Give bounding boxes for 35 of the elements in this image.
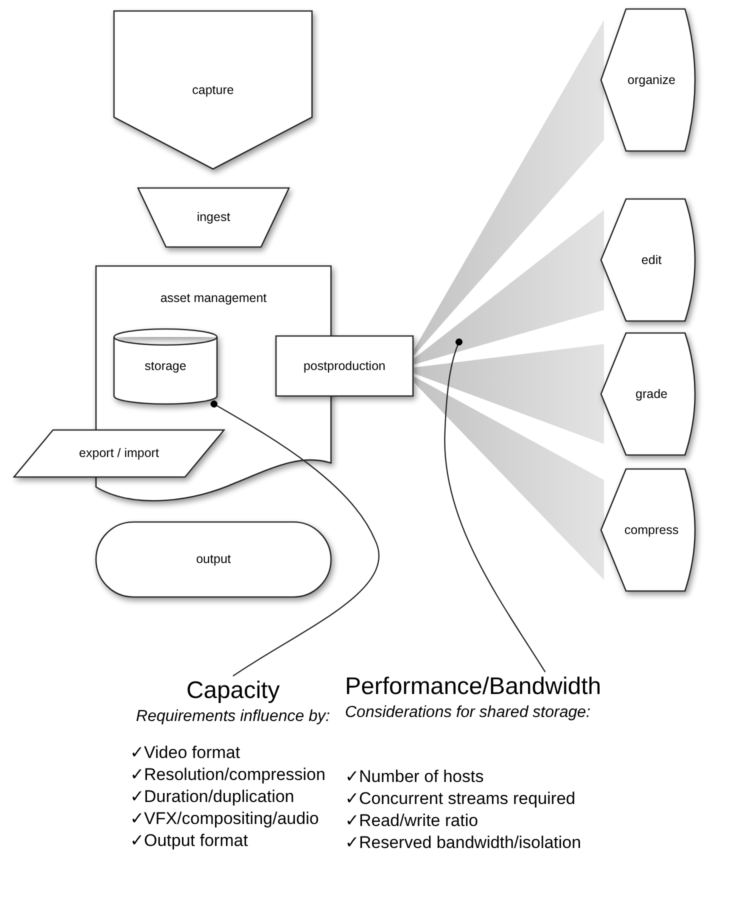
heading: Capacity: [186, 676, 280, 706]
connector-band: [414, 20, 604, 356]
parallelogram-shape: [13, 429, 225, 478]
node-label: output: [196, 551, 231, 568]
node-label: ingest: [196, 209, 230, 226]
node-label: postproduction: [303, 358, 386, 375]
checklist-item: ✓VFX/compositing/audio: [130, 808, 320, 830]
leader-line: [444, 338, 546, 672]
checklist-item: ✓Number of hosts: [345, 766, 485, 788]
checklist-item: ✓Read/write ratio: [345, 810, 480, 832]
terminator-shape: [95, 521, 332, 598]
node-label: organize: [628, 72, 676, 89]
trapezoid-shape: [137, 187, 290, 248]
node-label: compress: [624, 522, 679, 539]
node-label: grade: [636, 386, 668, 403]
connector-band: [414, 344, 604, 444]
checklist-item: ✓Output format: [130, 830, 249, 852]
process-box: [275, 335, 414, 397]
node-label: export / import: [79, 445, 159, 462]
node-label: edit: [641, 252, 662, 269]
checklist-item: ✓Concurrent streams required: [345, 788, 576, 810]
subheading: Considerations for shared storage:: [345, 703, 590, 723]
checklist-item: ✓Duration/duplication: [130, 786, 296, 808]
checklist-item: ✓Resolution/compression: [130, 764, 326, 786]
checklist-item: ✓Reserved bandwidth/isolation: [345, 832, 582, 854]
subheading: Requirements influence by:: [136, 707, 330, 727]
heading: Performance/Bandwidth: [345, 672, 602, 702]
checklist-item: ✓Video format: [130, 742, 242, 764]
node-label: capture: [192, 82, 234, 99]
leader-line: [210, 400, 380, 676]
connector-band: [414, 376, 604, 580]
node-label: asset management: [160, 290, 267, 307]
node-label: storage: [144, 358, 186, 376]
connector-band: [414, 210, 604, 364]
pentagon-shape: [113, 10, 313, 170]
